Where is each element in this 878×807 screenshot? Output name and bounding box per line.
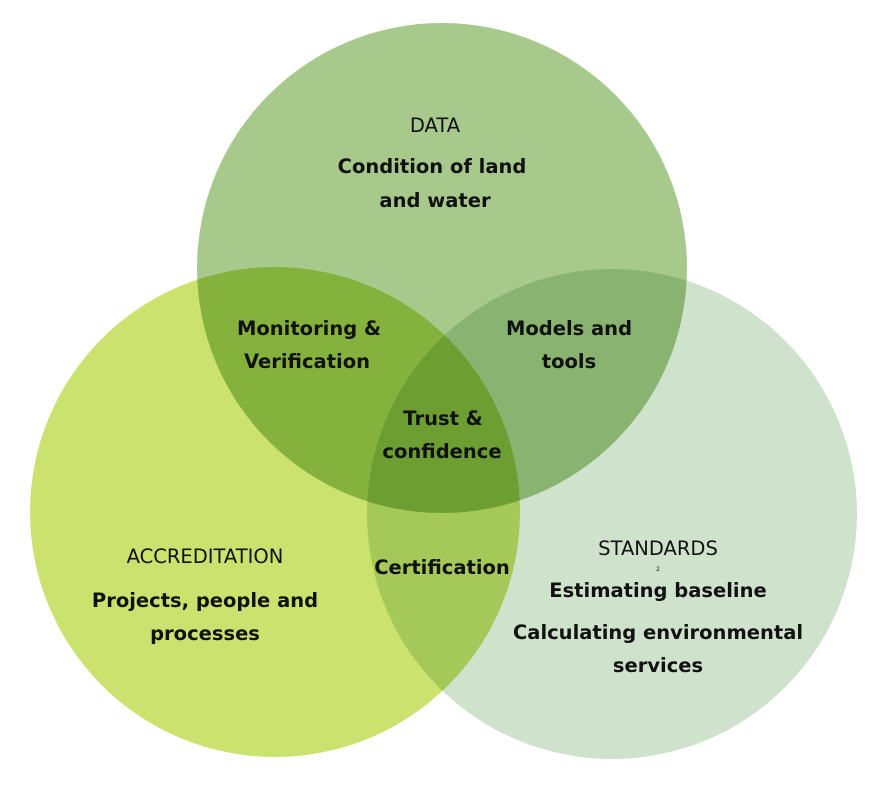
standards-description-line-2: Calculating environmental [512,621,804,644]
certification-label: Certification [374,556,510,579]
standards-description-line-1: Estimating baseline [549,579,767,602]
accreditation-description-line-2: processes [150,622,260,645]
models-tools-line-1: Models and [505,317,633,340]
monitoring-verification-line-2: Verification [243,350,371,373]
accreditation-description-line-1: Projects, people and [91,589,319,612]
data-title: DATA [409,114,461,137]
data-circle [197,23,687,513]
trust-confidence-line-2: confidence [382,440,502,463]
models-tools-line-2: tools [541,350,597,373]
data-description-line-1: Condition of land [337,155,527,178]
standards-small-mark: 2 [656,566,660,573]
trust-confidence-line-1: Trust & [403,407,483,430]
standards-title: STANDARDS [598,537,718,560]
data-description-line-2: and water [379,189,491,212]
accreditation-title: ACCREDITATION [126,545,284,568]
monitoring-verification-line-1: Monitoring & [236,317,382,340]
standards-description-line-3: services [612,654,704,677]
